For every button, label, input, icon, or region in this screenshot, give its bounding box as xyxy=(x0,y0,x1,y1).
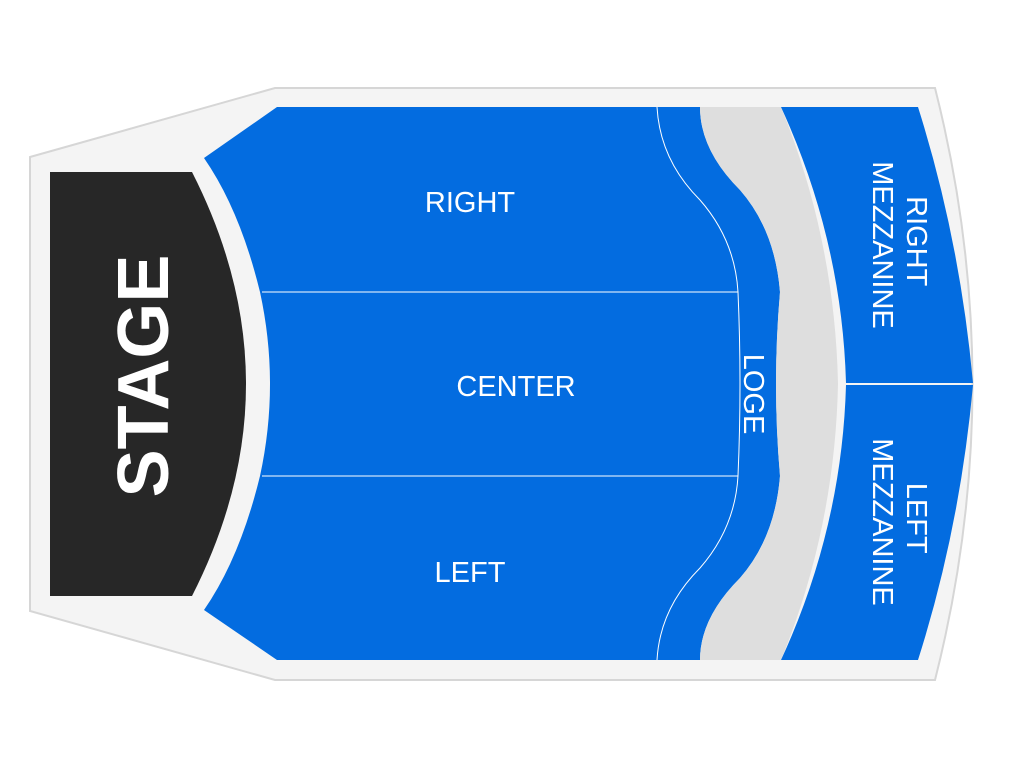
section-right-label: RIGHT xyxy=(425,187,516,219)
section-loge-label: LOGE xyxy=(737,354,769,435)
aisle xyxy=(700,107,838,660)
section-left-mezzanine[interactable]: LEFT MEZZANINE xyxy=(781,385,973,660)
section-right[interactable]: RIGHT xyxy=(204,107,738,292)
section-left[interactable]: LEFT xyxy=(204,476,738,660)
section-center-label: CENTER xyxy=(456,371,575,403)
section-center[interactable]: CENTER xyxy=(260,292,740,476)
stage: STAGE xyxy=(50,172,246,596)
stage-label: STAGE xyxy=(104,255,184,498)
section-left-mezzanine-label: LEFT MEZZANINE xyxy=(866,438,932,606)
section-loge[interactable]: LOGE xyxy=(657,107,780,660)
right-mezzanine-line2: MEZZANINE xyxy=(866,161,898,329)
left-mezzanine-line2: MEZZANINE xyxy=(866,438,898,606)
left-mezzanine-line1: LEFT xyxy=(900,483,932,554)
section-dividers xyxy=(262,106,741,661)
section-right-mezzanine-label: RIGHT MEZZANINE xyxy=(866,161,932,329)
section-left-label: LEFT xyxy=(435,557,506,589)
section-right-mezzanine[interactable]: RIGHT MEZZANINE xyxy=(781,107,973,383)
right-mezzanine-line1: RIGHT xyxy=(900,196,932,287)
